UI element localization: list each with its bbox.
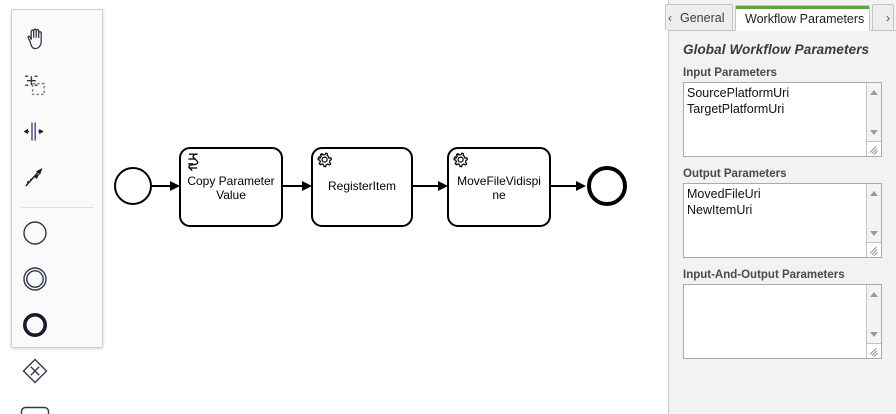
list-item[interactable]: SourcePlatformUri [687, 86, 790, 100]
input-and-output-parameters-listbox[interactable] [683, 284, 882, 359]
vertical-scrollbar[interactable] [866, 184, 881, 257]
hand-tool-button[interactable] [12, 17, 58, 63]
start-event-icon [23, 221, 47, 245]
task-label: Copy Parameter [187, 174, 274, 188]
output-parameters-label: Output Parameters [683, 168, 787, 180]
palette-divider [20, 207, 94, 208]
section-input-and-output-parameters: Input-And-Output Parameters [683, 269, 882, 359]
intermediate-event-button[interactable] [12, 256, 58, 302]
gateway-icon [22, 358, 48, 384]
end-event-shape[interactable] [587, 166, 627, 206]
task-button[interactable] [12, 394, 58, 414]
task-icon [20, 406, 50, 414]
task-label-line2: Value [216, 188, 246, 202]
resize-grip[interactable] [866, 242, 881, 257]
tab-workflow-parameters[interactable]: Workflow Parameters [735, 5, 871, 31]
intermediate-event-icon [23, 267, 47, 291]
task-register-item[interactable]: RegisterItem [311, 147, 413, 227]
end-event-button[interactable] [12, 302, 58, 348]
section-input-parameters: Input Parameters SourcePlatformUri Targe… [683, 67, 882, 157]
task-label-line2: ne [492, 188, 506, 202]
task-label: RegisterItem [328, 179, 396, 193]
sequence-flow-3[interactable] [412, 181, 448, 191]
global-connect-tool-button[interactable] [12, 155, 58, 201]
vertical-scrollbar[interactable] [866, 285, 881, 358]
input-and-output-parameters-label: Input-And-Output Parameters [683, 269, 845, 281]
space-tool-button[interactable] [12, 109, 58, 155]
scroll-up-icon[interactable] [867, 186, 881, 200]
section-output-parameters: Output Parameters MovedFileUri NewItemUr… [683, 168, 882, 258]
list-item[interactable]: MovedFileUri [687, 187, 761, 201]
element-palette [11, 9, 103, 414]
palette-shapes-group [12, 210, 102, 414]
start-event-button[interactable] [12, 210, 58, 256]
input-and-output-parameters-items[interactable] [684, 285, 865, 358]
start-event-shape[interactable] [114, 167, 152, 205]
input-parameters-items[interactable]: SourcePlatformUri TargetPlatformUri [684, 83, 865, 156]
space-icon [23, 122, 44, 141]
tab-scroll-left-icon[interactable]: ‹ [668, 11, 672, 25]
lasso-tool-button[interactable] [12, 63, 58, 109]
bpmn-diagram: Copy Parameter Value RegisterItem [114, 147, 627, 227]
sequence-flow-1[interactable] [151, 181, 180, 191]
scroll-up-icon[interactable] [867, 287, 881, 301]
scroll-up-icon[interactable] [867, 85, 881, 99]
tab-scroll-right-icon[interactable]: › [886, 11, 890, 25]
properties-panel: ‹ General Workflow Parameters I › Global… [665, 0, 896, 414]
service-task-icon [453, 152, 469, 168]
connect-icon [25, 168, 43, 187]
task-copy-parameter-value[interactable]: Copy Parameter Value [179, 147, 283, 227]
list-item[interactable]: NewItemUri [687, 203, 753, 217]
hand-icon [27, 28, 42, 50]
sequence-flow-4[interactable] [550, 181, 586, 191]
panel-title: Global Workflow Parameters [683, 42, 870, 57]
scroll-down-icon[interactable] [867, 327, 881, 341]
scroll-down-icon[interactable] [867, 226, 881, 240]
service-task-icon [317, 152, 333, 168]
diagram-canvas[interactable]: Copy Parameter Value RegisterItem [0, 0, 668, 414]
list-item[interactable]: TargetPlatformUri [687, 102, 785, 116]
task-move-file-vidispine[interactable]: MoveFileVidispi ne [447, 147, 551, 227]
properties-panel-body: Global Workflow Parameters Input Paramet… [669, 31, 896, 359]
output-parameters-listbox[interactable]: MovedFileUri NewItemUri [683, 183, 882, 258]
properties-tab-bar: ‹ General Workflow Parameters I › [665, 0, 896, 31]
resize-grip[interactable] [866, 141, 881, 156]
tab-general[interactable]: ‹ General [665, 4, 734, 30]
tab-general-label: General [680, 11, 725, 25]
sequence-flow-2[interactable] [282, 181, 312, 191]
tab-more[interactable]: I › [872, 4, 894, 30]
gateway-button[interactable] [12, 348, 58, 394]
input-parameters-listbox[interactable]: SourcePlatformUri TargetPlatformUri [683, 82, 882, 157]
output-parameters-items[interactable]: MovedFileUri NewItemUri [684, 184, 865, 257]
palette-tools-group [12, 10, 102, 201]
lasso-icon [25, 75, 45, 96]
end-event-icon [23, 313, 47, 337]
vertical-scrollbar[interactable] [866, 83, 881, 156]
resize-grip[interactable] [866, 343, 881, 358]
task-label: MoveFileVidispi [457, 174, 541, 188]
scroll-down-icon[interactable] [867, 125, 881, 139]
input-parameters-label: Input Parameters [683, 67, 777, 79]
tab-workflow-parameters-label: Workflow Parameters [745, 12, 865, 26]
script-task-icon [188, 153, 199, 172]
